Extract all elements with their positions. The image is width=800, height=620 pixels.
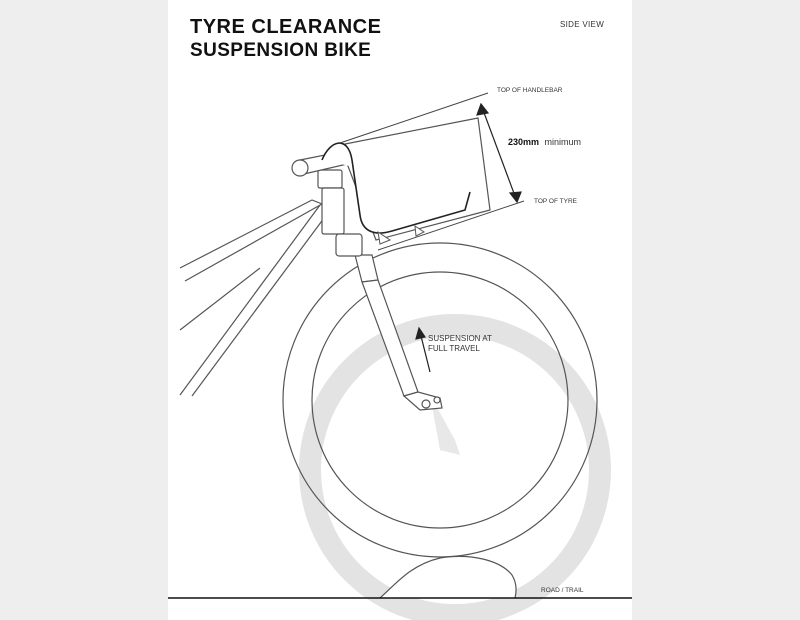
front-wheel — [282, 242, 598, 558]
diagram-sheet — [168, 0, 632, 620]
suspension-fork — [354, 254, 443, 411]
suspension-label-line1: SUSPENSION AT — [428, 334, 492, 343]
top-of-handlebar-label: TOP OF HANDLEBAR — [497, 87, 563, 94]
compressed-wheel-ghost — [299, 314, 611, 620]
diagram-subtitle: SUSPENSION BIKE — [190, 40, 372, 61]
top-of-tyre-label: TOP OF TYRE — [534, 198, 578, 205]
clearance-value: 230mm minimum — [508, 137, 581, 147]
clearance-dimension-arrow — [476, 102, 522, 204]
handlebar-bag — [321, 117, 491, 245]
bike-frame — [179, 199, 331, 397]
clearance-value-note: minimum — [545, 137, 582, 147]
suspension-label-line2: FULL TRAVEL — [428, 344, 480, 353]
handlebar-reference-line — [339, 92, 489, 144]
tyre-reference-line — [377, 200, 525, 251]
tyre-contact-patch — [379, 555, 517, 599]
diagram-title: TYRE CLEARANCE — [190, 16, 382, 38]
clearance-value-number: 230mm — [508, 137, 539, 147]
ground-label: ROAD / TRAIL — [541, 587, 584, 594]
head-tube — [317, 169, 363, 257]
view-label: SIDE VIEW — [560, 20, 605, 29]
suspension-arrow — [415, 326, 431, 373]
